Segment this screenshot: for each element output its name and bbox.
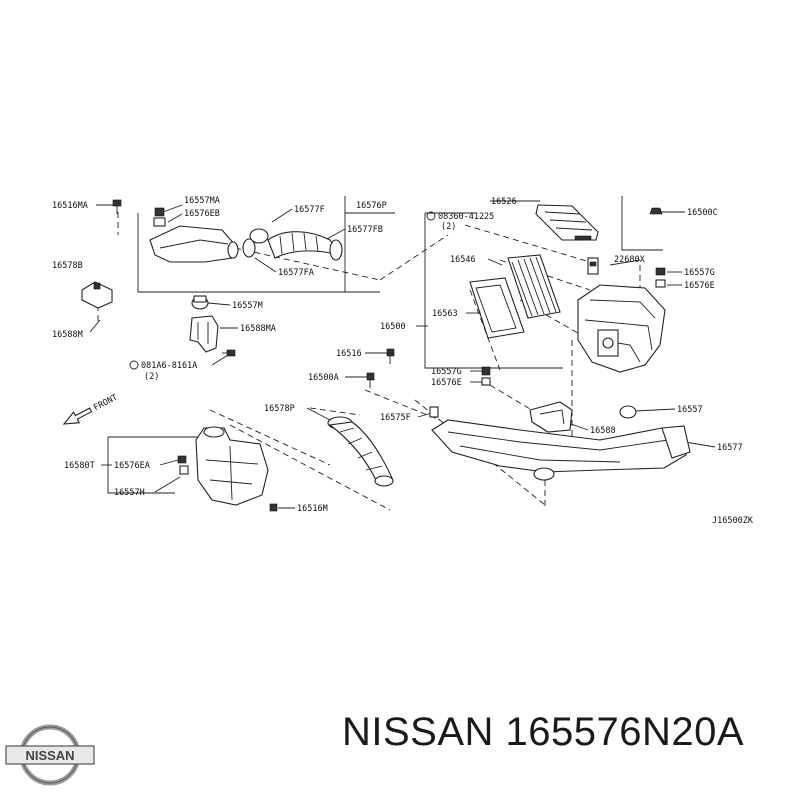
label-16580T: 16580T [64,461,95,471]
part-number-labels: 16516MA 16557MA 16576EB 16577F 16576P 16… [52,196,754,526]
label-081A6: 081A6-8161A [141,361,197,371]
leader-lines [89,200,716,509]
label-16576EA: 16576EA [114,461,150,471]
bracket-16588MA [189,315,219,353]
svg-text:FRONT: FRONT [92,392,119,413]
label-16578P: 16578P [264,404,295,414]
label-16576E-right: 16576E [684,281,715,291]
label-16500: 16500 [380,322,406,332]
bolt-16500A [366,372,375,388]
bolt-16516MA [112,199,122,214]
nissan-logo: NISSAN [5,724,95,786]
page-title: NISSAN 165576N20A [342,710,745,754]
label-081A6-qty: (2) [144,372,159,382]
footer: NISSAN NISSAN 165576N20A [0,700,800,800]
label-16516M: 16516M [297,504,328,514]
bracket-16578B [81,281,113,309]
grommet-16557MA [153,207,166,227]
label-16563: 16563 [432,309,458,319]
bolt-16500C [649,207,663,215]
label-16557MA: 16557MA [184,196,220,206]
sensor-22680X [587,257,599,275]
label-16557H: 16557H [114,488,145,498]
label-16546: 16546 [450,255,476,265]
grommets-middle [481,366,491,386]
label-16577F: 16577F [294,205,325,215]
air-cleaner-cover-16526 [535,204,599,241]
label-16557G: 16557G [431,367,462,377]
label-16500A: 16500A [308,373,339,383]
bracket-16588 [529,401,573,433]
label-16526: 16526 [491,197,517,207]
grommets-right [655,267,666,288]
label-16577FB: 16577FB [347,225,383,235]
label-16588MA: 16588MA [240,324,276,334]
label-16557M: 16557M [232,301,263,311]
label-16576EB: 16576EB [184,209,220,219]
hose-clamps [242,228,269,258]
logo-wordmark: NISSAN [25,748,74,763]
bolt-16575F [429,406,439,418]
mount-16557M [191,295,209,310]
bolt-081A6 [222,349,236,357]
label-16576P: 16576P [356,201,387,211]
label-08360: 08360-41225 [438,212,494,222]
label-16557G-right: 16557G [684,268,715,278]
hose-16578P [327,416,394,487]
air-cleaner-body-16500 [577,284,666,373]
air-hose-16577F [267,231,343,261]
label-16576E: 16576E [431,378,462,388]
label-08360-qty: (2) [441,222,456,232]
label-16577: 16577 [717,443,743,453]
circled-b-icon [426,211,436,221]
label-16577FA: 16577FA [278,268,314,278]
label-16516: 16516 [336,349,362,359]
label-22680X: 22680X [614,255,646,265]
label-16500C: 16500C [687,208,718,218]
upper-duct-resonator [149,225,239,263]
bolt-16516 [386,348,395,364]
diagram-code: J16500ZK [712,516,754,526]
front-direction-arrow: FRONT [62,392,119,425]
circled-b-icon [129,360,139,370]
clips-resonator [177,455,189,475]
filter-housing-16563 [469,277,525,339]
label-16588M: 16588M [52,330,83,340]
label-16578B: 16578B [52,261,83,271]
filter-element-16546 [507,254,561,319]
label-16557: 16557 [677,405,703,415]
label-16588: 16588 [590,426,616,436]
air-duct-16577 [431,419,691,481]
grommet-16557 [619,405,637,419]
label-16575F: 16575F [380,413,411,423]
label-16516MA: 16516MA [52,201,88,211]
bolt-16516M [269,503,278,512]
resonator-16580T [195,426,269,506]
